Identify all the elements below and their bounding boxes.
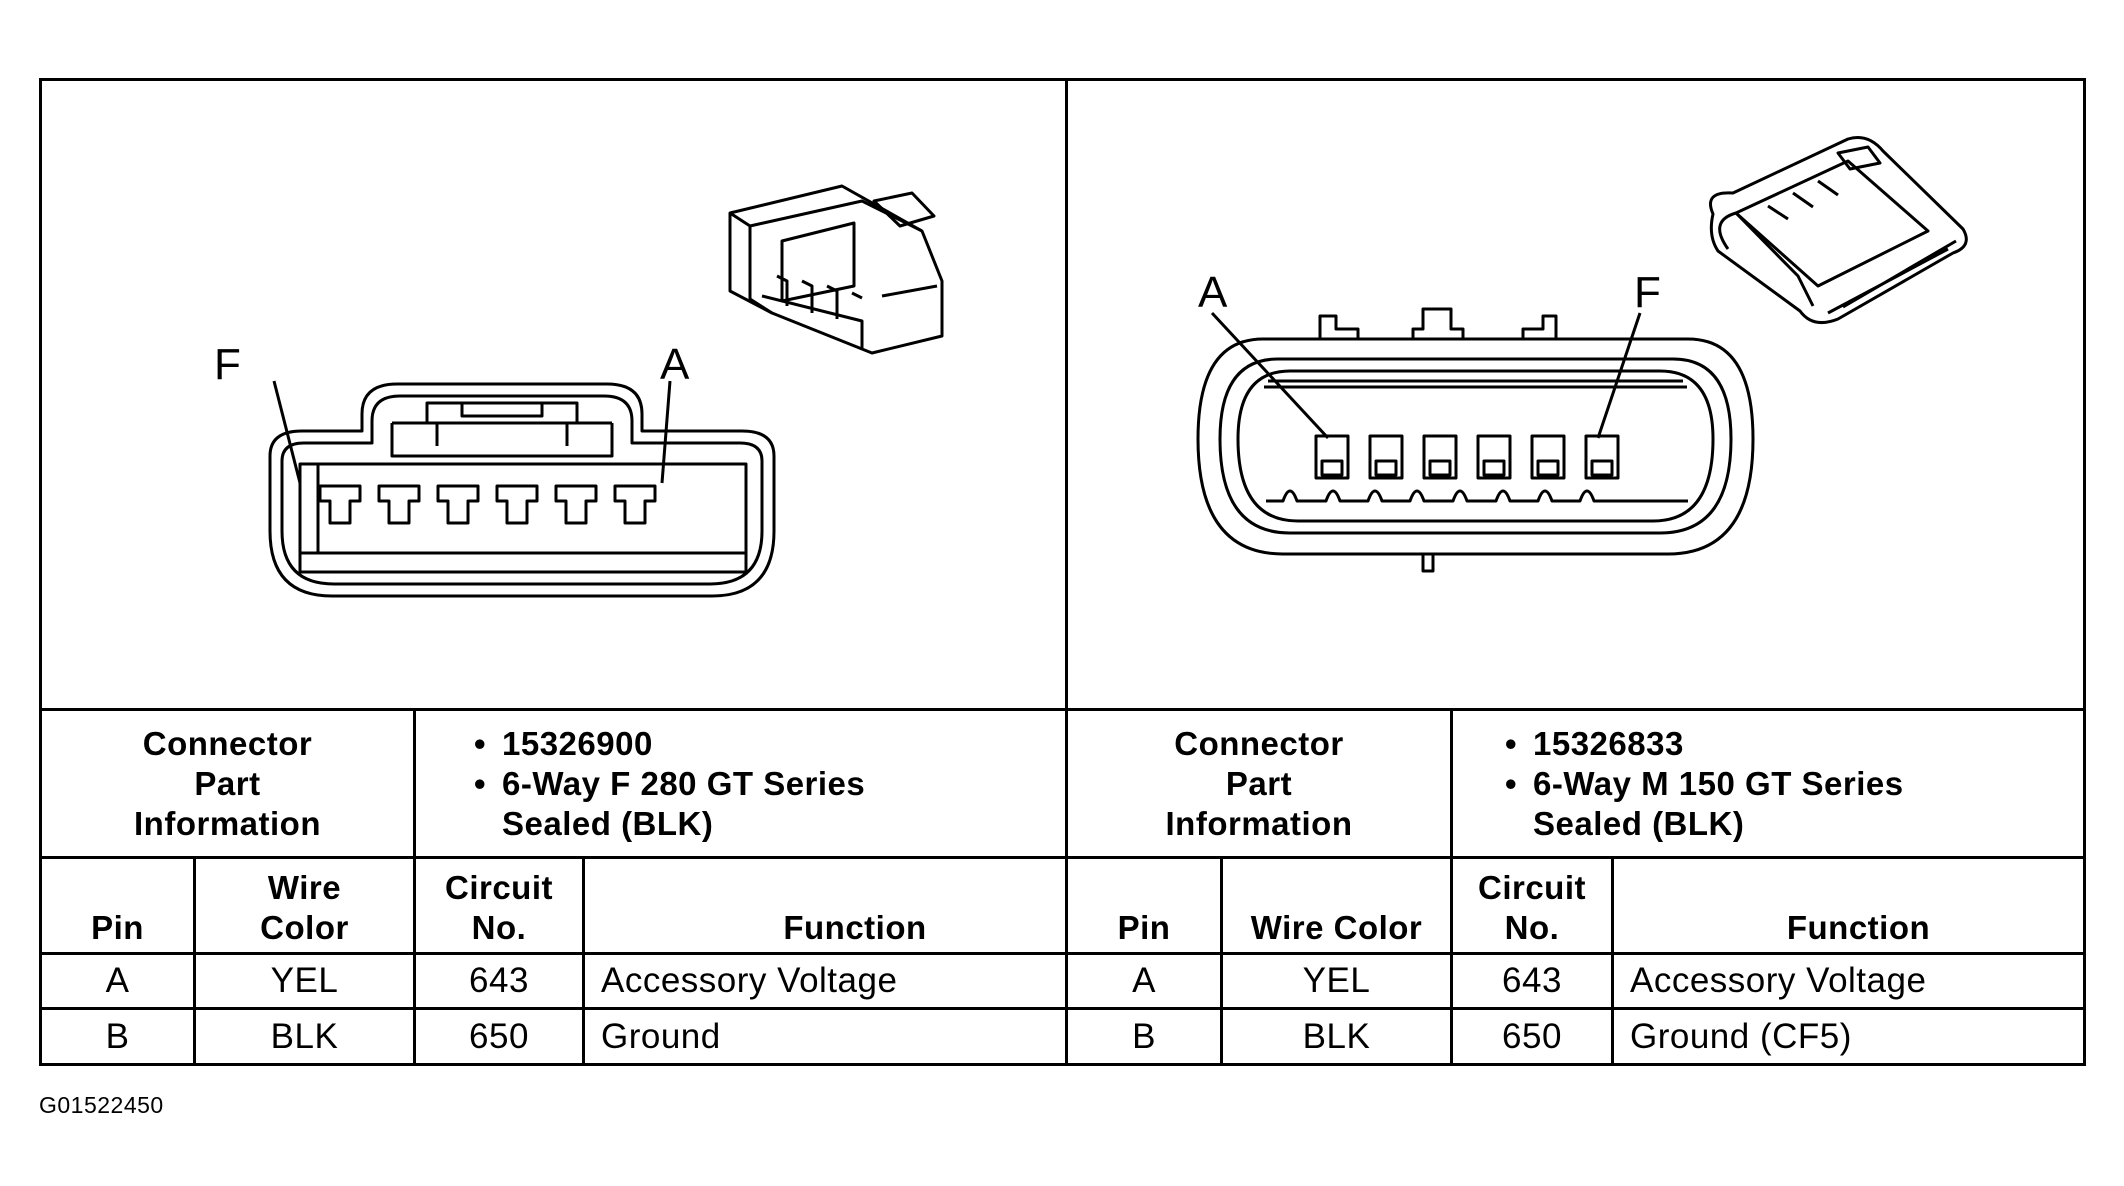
terminal-E — [377, 484, 421, 525]
pin-cavity-A — [1314, 434, 1350, 480]
bottom-key — [1421, 554, 1435, 573]
top-ribs — [1318, 307, 1558, 339]
right-pin-divider — [1220, 856, 1223, 1066]
pin-cavities — [1314, 434, 1620, 480]
leader-line-A — [1210, 311, 1330, 440]
terminal-A — [613, 484, 657, 525]
terminal-cavity-block — [298, 462, 748, 574]
connector-3d-view — [728, 184, 944, 355]
connector-inner-oval — [1218, 357, 1733, 535]
terminal-C — [495, 484, 539, 525]
right-part-description: 6-Way M 150 GT Series Sealed (BLK) — [1503, 764, 2003, 844]
terminal-F — [318, 484, 362, 525]
right-row-b-wire-color: BLK — [1302, 1016, 1371, 1056]
female-connector-drawing: F A — [214, 184, 944, 598]
right-col-pin: Pin — [1117, 909, 1171, 946]
leader-line-F — [1596, 312, 1642, 439]
right-row-a-wire-color: YEL — [1302, 961, 1371, 1000]
male-connector-drawing: A F — [1196, 136, 1968, 573]
left-part-description: 6-Way F 280 GT Series Sealed (BLK) — [472, 764, 972, 844]
terminal-cavities — [318, 484, 657, 525]
left-part-number: 15326900 — [472, 724, 972, 764]
left-row-a-function: Accessory Voltage — [601, 961, 898, 1000]
table-top-line — [39, 708, 2086, 711]
right-col-wire-color: Wire Color — [1250, 909, 1423, 946]
connector-outer-oval — [1196, 337, 1755, 556]
left-row-a-circuit: 643 — [469, 961, 529, 1000]
terminal-B — [554, 484, 598, 525]
left-row-a-pin: A — [105, 961, 130, 1000]
right-circuit-divider — [1611, 856, 1614, 1066]
right-row-b-pin: B — [1132, 1016, 1156, 1056]
pin-cavity-C — [1422, 434, 1458, 480]
left-circuit-divider — [582, 856, 585, 1066]
right-connector-part-header: Connector Part Information — [1165, 724, 1353, 842]
right-part-info: 15326833 6-Way M 150 GT Series Sealed (B… — [1453, 711, 2083, 856]
header-row-bottom-line — [39, 952, 2086, 955]
connector-3d-view — [1709, 136, 1968, 325]
left-row-b-function: Ground — [601, 1016, 721, 1056]
left-connector-part-header: Connector Part Information — [134, 724, 321, 842]
figure-id: G01522450 — [39, 1092, 164, 1118]
row-a-bottom-line — [39, 1007, 2086, 1010]
right-row-b-function: Ground (CF5) — [1630, 1016, 1852, 1056]
right-part-number: 15326833 — [1503, 724, 2003, 764]
left-info-divider — [413, 708, 416, 1066]
pin-cavity-F — [1584, 434, 1620, 480]
right-row-a-pin: A — [1132, 961, 1156, 1000]
left-col-wire-color: Wire Color — [260, 869, 349, 946]
right-connector-panel: A F — [1068, 81, 2083, 708]
leader-line-F — [272, 380, 302, 484]
left-col-function: Function — [783, 909, 927, 946]
leader-line-A — [660, 380, 672, 484]
left-col-circuit-no: Circuit No. — [444, 869, 553, 946]
center-divider — [1065, 78, 1068, 1066]
pin-label-A: A — [1198, 268, 1228, 317]
pin-label-A: A — [660, 340, 690, 389]
connector-inner-shell — [280, 394, 764, 586]
right-row-a-circuit: 643 — [1502, 961, 1562, 1000]
right-info-divider — [1450, 708, 1453, 1066]
pin-cavity-B — [1368, 434, 1404, 480]
diagram-frame — [39, 78, 2086, 1066]
right-col-circuit-no: Circuit No. — [1477, 869, 1586, 946]
latch — [390, 421, 614, 458]
pin-label-F: F — [214, 340, 241, 389]
info-row-bottom-line — [39, 856, 2086, 859]
left-row-b-pin: B — [105, 1016, 130, 1056]
right-row-a-function: Accessory Voltage — [1630, 961, 1927, 1000]
left-part-info: 15326900 6-Way F 280 GT Series Sealed (B… — [416, 711, 1065, 856]
pin-cavity-E — [1530, 434, 1566, 480]
left-row-a-wire-color: YEL — [270, 961, 339, 1000]
left-row-b-wire-color: BLK — [270, 1016, 339, 1056]
left-col-pin: Pin — [91, 909, 144, 946]
pin-cavity-D — [1476, 434, 1512, 480]
left-row-b-circuit: 650 — [469, 1016, 529, 1056]
latch-tab — [425, 401, 579, 425]
connector-outer-shell — [268, 382, 776, 598]
right-row-b-circuit: 650 — [1502, 1016, 1562, 1056]
left-connector-panel: F A — [42, 81, 1065, 708]
left-pin-divider — [193, 856, 196, 1066]
pin-label-F: F — [1634, 268, 1661, 317]
right-col-function: Function — [1786, 909, 1931, 946]
terminal-D — [436, 484, 480, 525]
